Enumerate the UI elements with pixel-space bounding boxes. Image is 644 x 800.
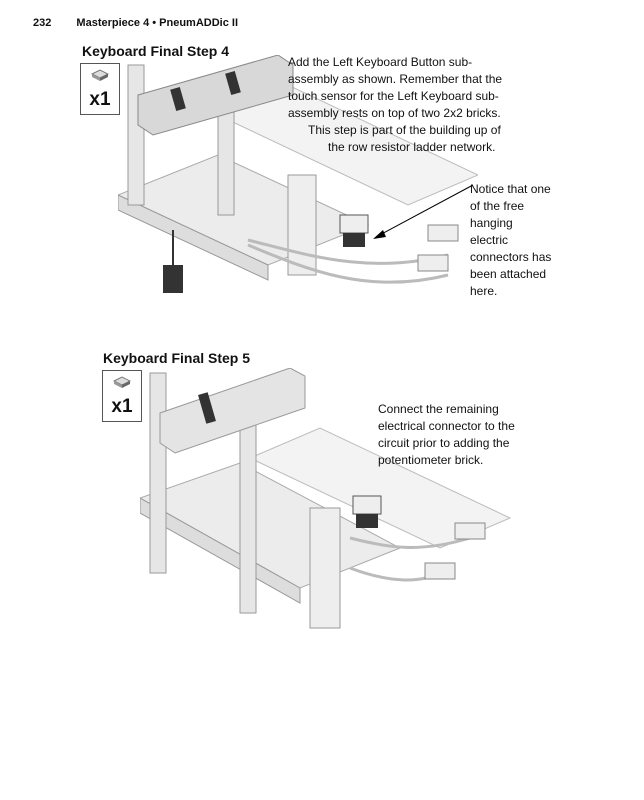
text-line: connectors has [470, 250, 552, 264]
page-header: 232 Masterpiece 4 • PneumADDic II [33, 17, 238, 29]
step-4-quantity: x1 [89, 89, 111, 110]
text-line: Add the Left Keyboard Button sub- [288, 55, 473, 69]
step-4-title: Keyboard Final Step 4 [82, 43, 230, 59]
callout-arrow [375, 184, 474, 238]
step-5-instructions: Connect the remaining electrical connect… [378, 401, 548, 469]
text-line: the row resistor ladder network. [328, 140, 496, 154]
step-4-parts-box: x1 [80, 63, 120, 115]
text-line: here. [470, 284, 498, 298]
step-5-quantity: x1 [111, 396, 133, 417]
step-5-title: Keyboard Final Step 5 [103, 350, 251, 366]
text-line: been attached [470, 267, 547, 281]
text-line: Connect the remaining [378, 402, 499, 416]
text-line: assembly rests on top of two 2x2 bricks. [288, 106, 501, 120]
text-line: hanging [470, 216, 513, 230]
text-line: electrical connector to the [378, 419, 515, 433]
running-title: Masterpiece 4 • PneumADDic II [76, 17, 238, 29]
text-line: This step is part of the building up of [308, 123, 501, 137]
step-5-illustration [140, 368, 512, 629]
step-5-parts-box: x1 [102, 370, 142, 422]
step-4-callout: Notice that one of the free hanging elec… [470, 181, 580, 300]
text-line: of the free [470, 199, 525, 213]
text-line: Notice that one [470, 182, 551, 196]
text-line: touch sensor for the Left Keyboard sub- [288, 89, 499, 103]
step-4-illustration [118, 55, 478, 293]
brick-part-icon [91, 69, 109, 81]
text-line: electric [470, 233, 509, 247]
page-number: 232 [33, 17, 52, 29]
text-line: assembly as shown. Remember that the [288, 72, 503, 86]
brick-part-icon [113, 376, 131, 388]
text-line: circuit prior to adding the [378, 436, 510, 450]
text-line: potentiometer brick. [378, 453, 484, 467]
step-4-instructions: Add the Left Keyboard Button sub- assemb… [288, 54, 528, 156]
